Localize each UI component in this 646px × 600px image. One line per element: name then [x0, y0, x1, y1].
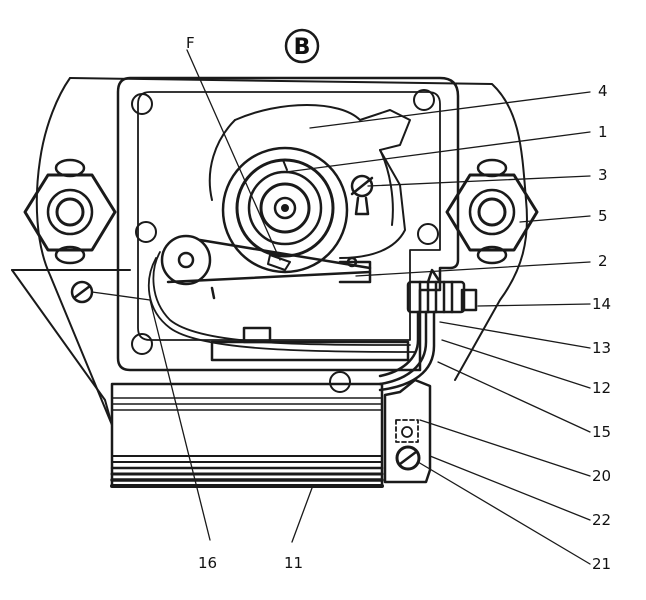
label-1: 1 [598, 123, 608, 141]
leader-16-b [91, 291, 151, 301]
adjusting-screw [350, 174, 374, 216]
terminal-block [378, 268, 478, 392]
side-bracket [383, 378, 432, 484]
leader-12 [441, 339, 591, 389]
housing-outline [11, 77, 528, 426]
label-20: 20 [592, 467, 611, 485]
arm-pivot-outer [160, 234, 212, 286]
label-f: F [186, 34, 195, 52]
arm-pivot-inner [177, 251, 195, 269]
plate-hole-mid-right [417, 223, 439, 245]
label-11: 11 [284, 554, 303, 572]
bottom-drum [110, 382, 384, 488]
plate-holes [131, 89, 439, 393]
leader-2 [355, 261, 591, 277]
label-12: 12 [592, 379, 611, 397]
plate-hole-bottom-left [131, 333, 153, 355]
label-16: 16 [198, 554, 217, 572]
leader-22 [429, 455, 591, 521]
plate-hole-bottom-right [329, 371, 351, 393]
leader-11 [291, 487, 313, 543]
label-3: 3 [598, 166, 608, 184]
leader-16-a [149, 299, 211, 541]
plate-hole-mid-left [135, 221, 157, 243]
label-15: 15 [592, 423, 611, 441]
contact-arm [160, 234, 372, 300]
label-2: 2 [598, 252, 608, 270]
label-21: 21 [592, 555, 611, 573]
label-5: 5 [598, 207, 608, 225]
part-labels: F 4 1 3 5 2 14 13 12 15 20 22 21 16 11 [186, 34, 611, 573]
cover-plate [116, 76, 460, 372]
leader-20 [419, 419, 591, 477]
leader-13 [439, 321, 591, 349]
leader-21 [417, 461, 591, 565]
cam-lever [208, 104, 411, 259]
label-13: 13 [592, 339, 611, 357]
spring-coil [235, 158, 335, 258]
leader-3 [367, 175, 591, 187]
spring-wire [147, 251, 416, 353]
outer-ring [221, 146, 349, 274]
view-mark: B [284, 28, 320, 64]
plate-hole-top-left [131, 93, 153, 115]
leader-5 [519, 215, 591, 223]
central-spring-assembly [221, 146, 349, 274]
base-bar [210, 326, 410, 362]
left-screw [70, 280, 94, 304]
plate-hole-top-right [413, 89, 435, 111]
leader-15 [437, 361, 591, 433]
label-14: 14 [592, 295, 611, 313]
left-hex-nut [23, 158, 117, 265]
right-hex-nut [445, 158, 539, 265]
leader-lines [91, 49, 591, 565]
leader-f [186, 49, 281, 261]
label-22: 22 [592, 511, 611, 529]
leader-14 [477, 303, 591, 307]
leader-4 [309, 91, 591, 129]
leader-1 [285, 131, 591, 173]
label-4: 4 [598, 82, 608, 100]
view-mark-letter: B [294, 35, 311, 60]
